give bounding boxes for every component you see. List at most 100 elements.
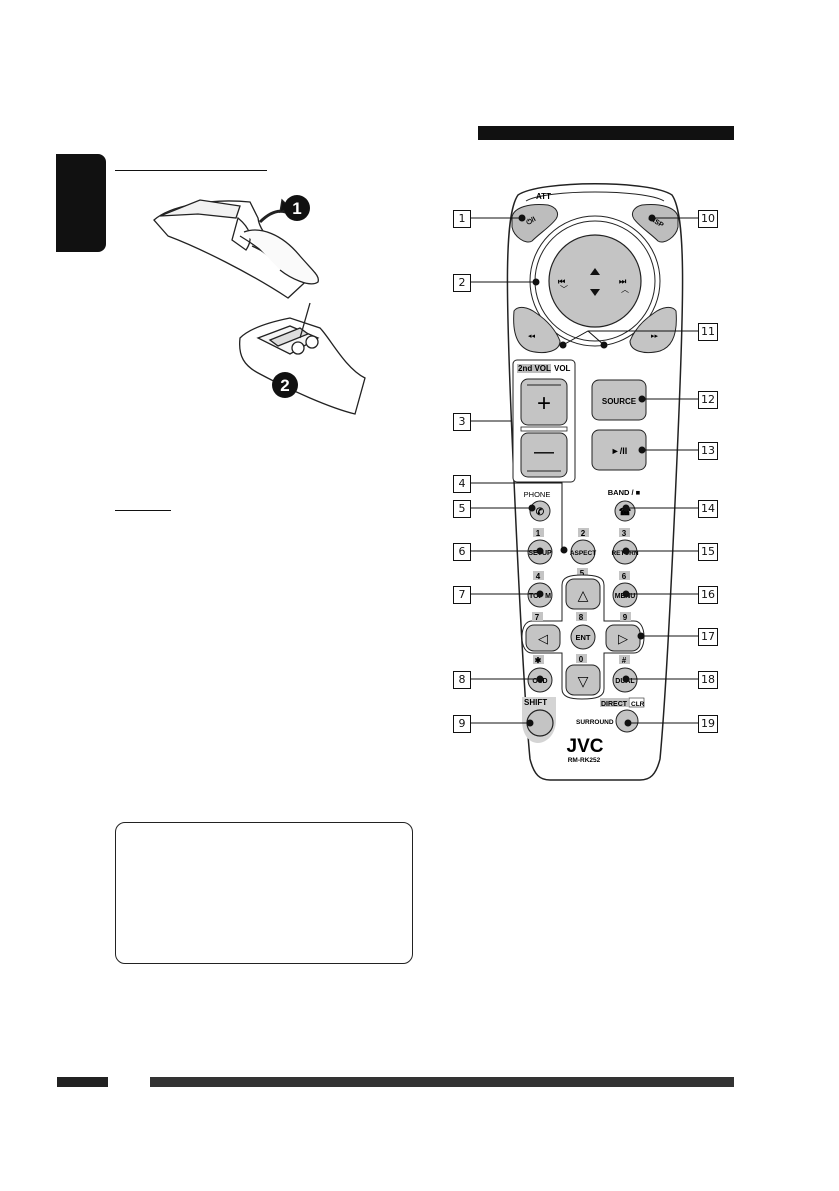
num-4-label: 4 [536,572,541,581]
top-menu-label: TOP M [529,593,551,600]
num-2-label: 2 [581,529,586,538]
callout-5: 5 [453,500,471,518]
callout-17: 17 [698,628,718,646]
num-9-label: 9 [623,613,628,622]
callout-13: 13 [698,442,718,460]
step-1-marker [284,195,310,221]
phone-end-icon: ☎ [619,507,631,518]
shift-label: SHIFT [524,698,547,707]
nav-dial[interactable]: ⏮ ﹀ ⏭ ︿ [548,234,642,328]
power-button[interactable]: ⏻/I [511,204,559,243]
num-1-label: 1 [536,529,541,538]
cursor-right-icon: ▷ [618,631,628,646]
phone-call-icon: ✆ [536,507,545,518]
osd-button[interactable]: OSD [527,667,553,693]
svg-text:1: 1 [292,199,301,218]
play-pause-icon: ►/II [611,446,627,456]
second-vol-label: 2nd VOL [518,364,551,373]
phone-call-button[interactable]: ✆ [529,500,551,522]
callout-12: 12 [698,391,718,409]
att-label: ATT [536,192,551,201]
remote-control: ATT ⏻/I DISP ⏮ ﹀ ⏭ ︿ ◂◂ ▸▸ 2nd VOL VOL [506,183,684,781]
callout-8: 8 [453,671,471,689]
callout-9: 9 [453,715,471,733]
section-heading-rule [115,170,267,171]
callout-15: 15 [698,543,718,561]
num-7-label: 7 [535,613,540,622]
svg-text:⏭: ⏭ [619,277,627,286]
battery-illustration: 1 2 [153,195,366,415]
aspect-button[interactable]: ASPECT [570,539,596,565]
return-label: RETURN [611,550,638,557]
next-icon[interactable]: ⏭ ︿ [619,277,629,294]
svg-text:︿: ︿ [621,285,629,294]
surround-button[interactable] [615,709,639,733]
fast-forward-icon: ▸▸ [651,333,659,340]
enter-label: ENT [576,633,591,642]
footer-bar-right [150,1077,734,1087]
prev-icon[interactable]: ⏮ ﹀ [558,277,568,294]
callout-7: 7 [453,586,471,604]
callout-1: 1 [453,210,471,228]
enter-button[interactable]: ENT [570,624,596,650]
band-label: BAND / ■ [608,488,641,497]
footer-bar-left [57,1077,108,1087]
shift-button[interactable] [526,709,554,737]
minus-icon: — [534,441,554,463]
rewind-icon: ◂◂ [528,333,536,340]
num-8-label: 8 [579,613,584,622]
dual-label: DUAL [615,678,635,685]
menu-button[interactable]: MENU [612,582,638,608]
source-button[interactable]: SOURCE [591,379,647,421]
top-menu-button[interactable]: TOP M [527,582,553,608]
vol-up-button[interactable]: + [520,378,568,426]
cursor-up-icon: △ [578,587,589,603]
brand-logo: JVC [567,736,604,757]
osd-label: OSD [532,678,547,685]
vol-label: VOL [554,364,571,373]
svg-text:2: 2 [280,376,289,395]
power-icon: ⏻/I [525,215,537,227]
aspect-label: ASPECT [570,550,596,557]
callout-10: 10 [698,210,718,228]
vol-down-button[interactable]: — [520,432,568,478]
cursor-up-button[interactable]: △ [565,578,601,610]
callout-4: 4 [453,475,471,493]
setup-button[interactable]: SETUP [527,539,553,565]
num-6-label: 6 [622,572,627,581]
up-arrow-icon[interactable] [590,268,600,275]
header-bar [478,126,734,140]
cursor-down-icon: ▽ [578,673,589,689]
num-5-label: 5 [580,569,585,578]
callout-2: 2 [453,274,471,292]
direct-label: DIRECT [601,701,628,708]
callout-11: 11 [698,323,718,341]
menu-label: MENU [615,593,636,600]
clr-label: CLR [631,701,645,708]
surround-label: SURROUND [576,719,614,726]
play-pause-button[interactable]: ►/II [591,429,647,471]
cursor-right-button[interactable]: ▷ [605,624,641,652]
note-box [115,822,413,964]
hash-label: # [622,656,627,665]
language-tab [56,154,106,252]
callout-18: 18 [698,671,718,689]
down-arrow-icon[interactable] [590,289,600,296]
dual-button[interactable]: DUAL [612,667,638,693]
battery-compartment-drawing [238,302,366,415]
phone-label: PHONE [524,490,551,499]
callout-14: 14 [698,500,718,518]
cursor-down-button[interactable]: ▽ [565,664,601,696]
callout-16: 16 [698,586,718,604]
phone-end-button[interactable]: ☎ [614,500,636,522]
source-label: SOURCE [602,397,637,406]
cursor-left-button[interactable]: ◁ [525,624,561,652]
rewind-button[interactable]: ◂◂ [513,306,561,354]
model-label: RM-RK252 [568,757,601,764]
remote-lid-drawing [153,198,320,299]
num-3-label: 3 [622,529,627,538]
setup-label: SETUP [528,550,552,557]
svg-text:﹀: ﹀ [560,285,568,294]
svg-text:⏮: ⏮ [558,277,565,286]
star-label: ✱ [535,656,542,665]
